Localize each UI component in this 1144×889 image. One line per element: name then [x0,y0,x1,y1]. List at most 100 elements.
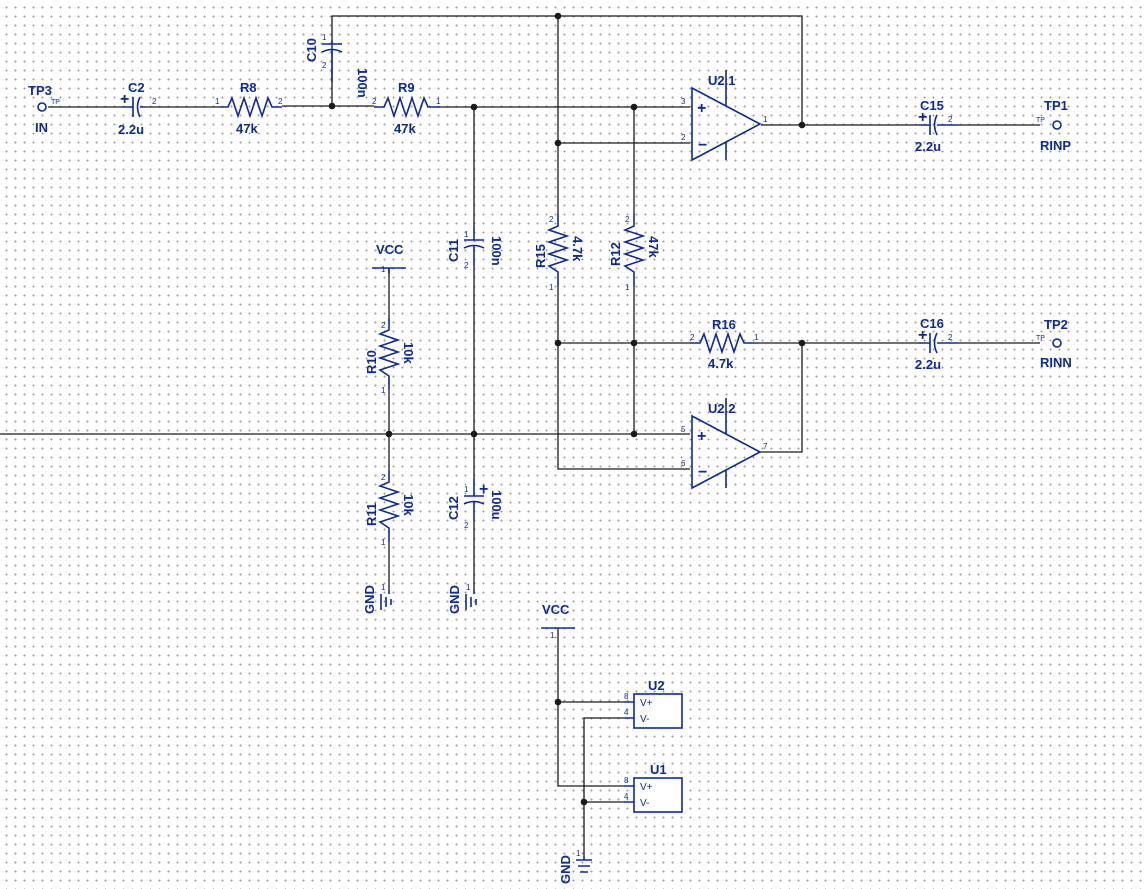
svg-text:100n: 100n [489,236,504,266]
svg-text:2: 2 [381,473,386,482]
svg-text:C16: C16 [920,316,944,331]
svg-text:1: 1 [381,538,386,547]
svg-text:4: 4 [624,708,629,717]
svg-text:R11: R11 [364,503,379,526]
svg-text:1: 1 [381,265,386,274]
svg-text:10k: 10k [401,494,416,516]
svg-text:1: 1 [549,283,554,292]
svg-text:GND: GND [447,585,462,614]
svg-text:TP: TP [1036,335,1045,342]
svg-text:R9: R9 [398,80,415,95]
svg-text:TP: TP [51,99,60,106]
capacitor-c12: + C12 100u 1 2 [446,478,504,530]
resistor-r10: R10 10k 2 1 [364,318,416,395]
svg-text:+: + [697,100,706,117]
svg-text:V+: V+ [640,698,653,709]
resistor-r11: R11 10k 2 1 [364,470,416,547]
capacitor-c11: C11 100n 1 2 [446,226,504,270]
svg-text:C11: C11 [446,239,461,262]
svg-text:2: 2 [372,97,377,106]
svg-text:1: 1 [550,631,555,640]
svg-text:4: 4 [624,792,629,801]
svg-text:+: + [697,428,706,445]
svg-text:R12: R12 [608,242,623,266]
gnd-symbol-supply: GND 1 [558,849,592,884]
resistor-r16: R16 4.7k 2 1 [690,317,759,371]
test-point-tp2: TP2 TP RINN [1036,317,1072,370]
capacitor-c15: + C15 2.2u 2 [915,98,958,154]
svg-text:6: 6 [681,459,686,468]
svg-text:V-: V- [640,714,649,725]
svg-text:2: 2 [278,97,283,106]
svg-text:GND: GND [558,855,573,884]
svg-text:2: 2 [948,333,953,342]
resistor-r9: R9 47k 2 1 [372,80,441,136]
svg-text:2: 2 [690,333,695,342]
resistor-r8: R8 47k 1 2 [215,80,283,136]
opamp-u2-2: + − U2.2 5 6 7 [681,398,768,490]
svg-text:TP2: TP2 [1044,317,1068,332]
svg-text:100n: 100n [355,68,370,98]
svg-text:U2.2: U2.2 [708,401,735,416]
svg-text:2: 2 [681,133,686,142]
svg-text:2: 2 [152,97,157,106]
power-block-u1: U1 8 4 V+ V- [624,762,683,813]
test-point-tp1: TP1 TP RINP [1036,98,1071,153]
svg-text:47k: 47k [394,121,416,136]
capacitor-c16: + C16 2.2u 2 [915,316,958,372]
svg-text:4.7k: 4.7k [708,356,734,371]
svg-text:2: 2 [381,321,386,330]
svg-text:2: 2 [464,521,469,530]
svg-text:1: 1 [576,849,581,858]
svg-text:R15: R15 [533,244,548,268]
svg-text:1: 1 [464,230,469,239]
svg-text:RINN: RINN [1040,355,1072,370]
resistor-r15: R15 4.7k 2 1 [533,214,585,292]
power-block-u2: U2 8 4 V+ V- [624,678,683,729]
svg-text:1: 1 [436,97,441,106]
wires [0,15,1040,856]
gnd-symbol-r11: GND 1 [362,583,392,614]
svg-text:7: 7 [763,442,768,451]
svg-text:1: 1 [215,97,220,106]
svg-text:1: 1 [754,333,759,342]
junctions [328,12,806,806]
svg-text:V-: V- [640,798,649,809]
svg-text:+: + [120,91,129,108]
svg-text:47k: 47k [236,121,258,136]
svg-text:1: 1 [625,283,630,292]
resistor-r12: R12 47k 2 1 [608,214,661,292]
svg-text:2.2u: 2.2u [915,139,941,154]
svg-text:3: 3 [681,97,686,106]
svg-text:C12: C12 [446,496,461,520]
svg-text:10k: 10k [401,342,416,364]
svg-text:GND: GND [362,585,377,614]
vcc-symbol-1: VCC 1 [372,242,406,274]
opamp-u2-1: + − U2.1 3 2 1 [681,70,768,162]
svg-text:1: 1 [381,386,386,395]
svg-text:8: 8 [624,692,629,701]
svg-text:VCC: VCC [376,242,404,257]
vcc-symbol-2: VCC 1 [541,602,575,640]
svg-text:1: 1 [322,33,327,42]
svg-text:U2: U2 [648,678,665,693]
svg-text:5: 5 [681,425,686,434]
svg-text:1: 1 [466,583,471,592]
svg-text:U1: U1 [650,762,667,777]
svg-text:TP1: TP1 [1044,98,1068,113]
svg-text:C10: C10 [304,38,319,62]
svg-text:100u: 100u [489,490,504,520]
capacitor-c10: C10 100n 1 2 [304,33,370,98]
svg-text:R10: R10 [364,350,379,374]
svg-text:1: 1 [763,115,768,124]
svg-text:2: 2 [322,61,327,70]
svg-text:2: 2 [464,261,469,270]
svg-text:47k: 47k [646,236,661,258]
svg-text:1: 1 [464,485,469,494]
svg-text:IN: IN [35,120,48,135]
svg-text:2.2u: 2.2u [118,122,144,137]
svg-text:R8: R8 [240,80,257,95]
svg-text:2: 2 [625,215,630,224]
svg-text:C15: C15 [920,98,944,113]
